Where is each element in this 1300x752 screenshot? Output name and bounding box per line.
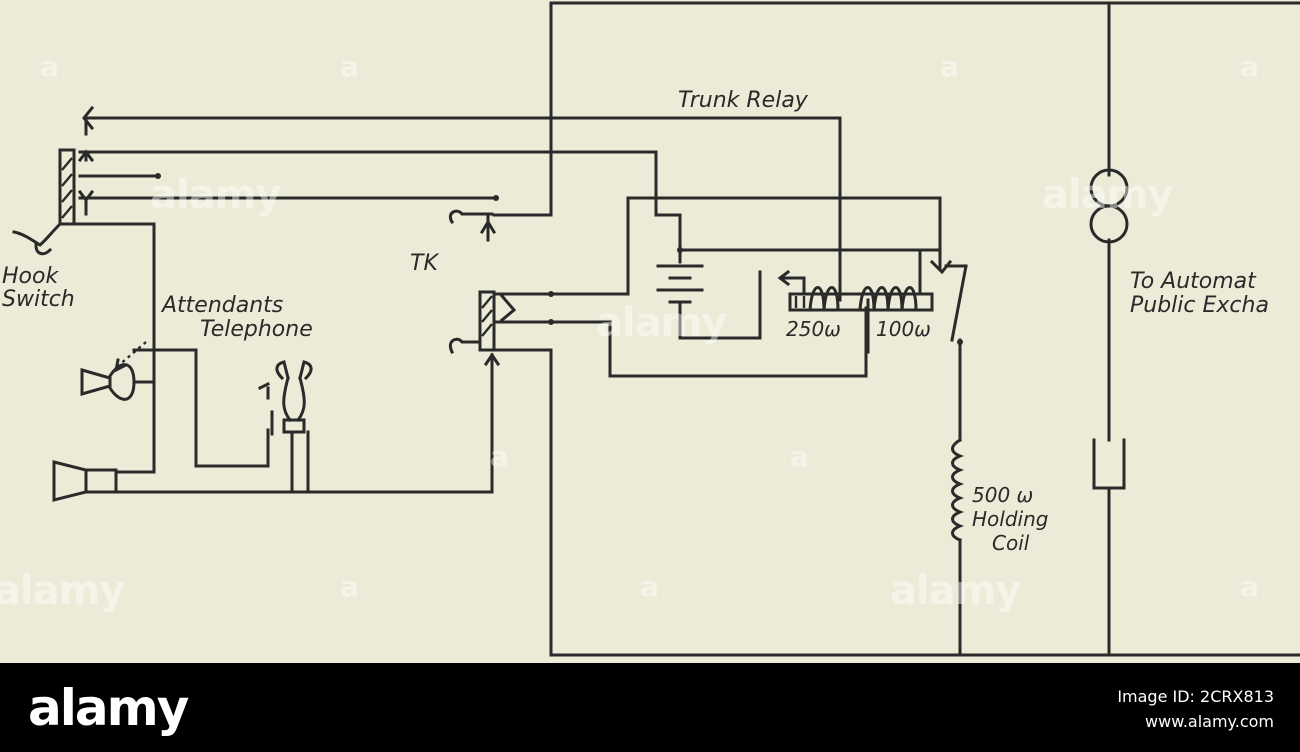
- label-tk: TK: [410, 251, 439, 276]
- watermark-alamy: alamy: [0, 568, 125, 614]
- label-trunk-relay: Trunk Relay: [678, 88, 809, 113]
- holding-coil: [951, 437, 965, 657]
- line-equipment: [1089, 168, 1129, 490]
- battery: [549, 196, 942, 378]
- label-coil: Coil: [992, 531, 1030, 555]
- watermark-a: a: [340, 50, 359, 83]
- outer-wires: [492, 1, 1300, 657]
- watermark-alamy: alamy: [150, 172, 281, 218]
- label-telephone: Telephone: [200, 317, 313, 342]
- image-id-label: Image ID: 2CRX813: [1117, 687, 1274, 706]
- watermark-a: a: [1240, 50, 1259, 83]
- watermark-a: a: [790, 440, 809, 473]
- attendants-telephone: [52, 222, 501, 502]
- watermark-a: a: [1240, 570, 1259, 603]
- label-hook: Hook: [2, 264, 59, 289]
- watermark-a: a: [40, 50, 59, 83]
- schematic-svg: Trunk Relay Hook Switch Attendants Telep…: [2, 1, 1300, 657]
- label-to-automat: To Automat: [1130, 269, 1257, 294]
- alamy-logo: alamy: [28, 679, 189, 737]
- trunk-relay: [777, 248, 968, 442]
- label-250-ohm: 250ω: [786, 317, 841, 341]
- footer-bar: alamy Image ID: 2CRX813 www.alamy.com: [0, 663, 1300, 752]
- label-holding: Holding: [972, 507, 1048, 531]
- circuit-diagram: Trunk Relay Hook Switch Attendants Telep…: [0, 0, 1300, 663]
- label-attendants: Attendants: [160, 293, 283, 318]
- watermark-a: a: [490, 440, 509, 473]
- label-500-ohm: 500 ω: [972, 483, 1033, 507]
- footer-url: www.alamy.com: [1145, 712, 1274, 731]
- label-100-ohm: 100ω: [876, 317, 931, 341]
- tk-key: [448, 209, 554, 355]
- watermark-alamy: alamy: [890, 568, 1021, 614]
- label-switch: Switch: [2, 287, 75, 312]
- label-public-excha: Public Excha: [1130, 293, 1269, 318]
- hook-switch: [12, 148, 156, 256]
- watermark-alamy: alamy: [1042, 172, 1173, 218]
- watermark-alamy: alamy: [596, 300, 727, 346]
- watermark-a: a: [640, 570, 659, 603]
- watermark-a: a: [940, 50, 959, 83]
- watermark-a: a: [340, 570, 359, 603]
